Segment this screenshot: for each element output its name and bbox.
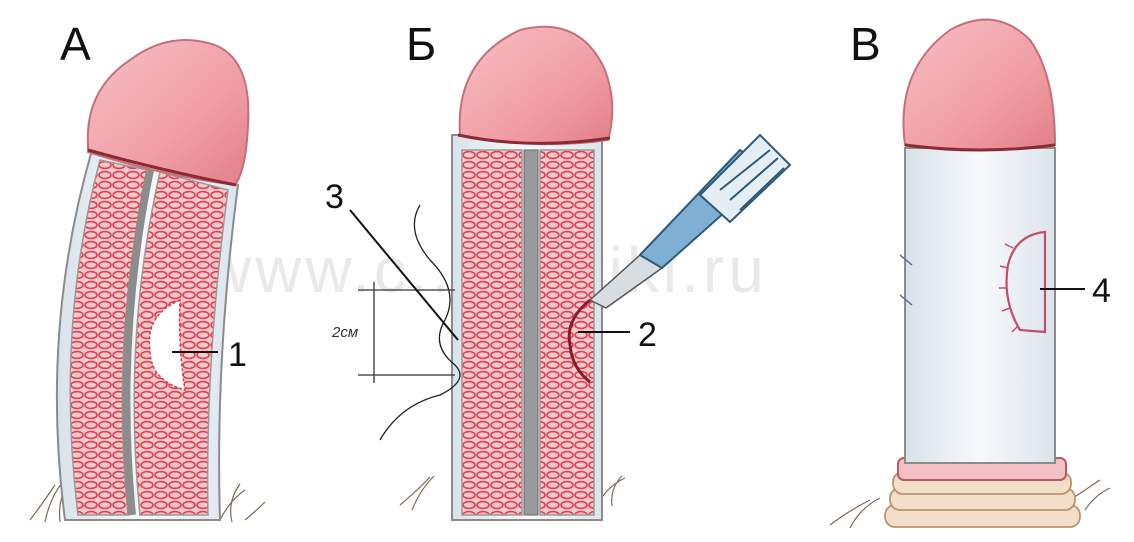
callout-1: 1 — [228, 336, 247, 374]
cavernous-body-left-b — [462, 150, 522, 515]
callout-3: 3 — [325, 178, 344, 216]
callout-2: 2 — [638, 316, 657, 354]
panel-letter-a: А — [60, 18, 91, 70]
measure-label: 2см — [331, 324, 358, 341]
septum-b — [524, 150, 538, 515]
callout-4: 4 — [1092, 272, 1111, 310]
panel-letter-c: В — [850, 18, 881, 70]
panel-c: В 4 — [830, 18, 1111, 528]
shaft-skin-c — [905, 148, 1055, 463]
glans-c — [903, 20, 1055, 150]
panel-letter-b: Б — [406, 18, 436, 70]
glans-b — [460, 27, 613, 144]
